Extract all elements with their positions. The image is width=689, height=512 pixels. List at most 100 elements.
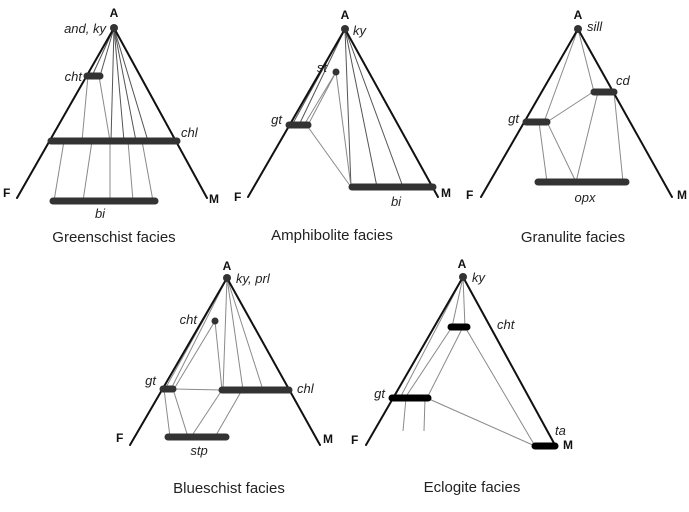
vertex-a-label: A bbox=[574, 8, 583, 22]
tie-line bbox=[226, 277, 264, 391]
tie-line bbox=[344, 28, 352, 188]
apex-phase-dot bbox=[341, 25, 349, 33]
tie-line bbox=[82, 140, 93, 202]
tie-line bbox=[113, 27, 125, 142]
tie-line bbox=[613, 91, 624, 183]
cht-phase-label: cht bbox=[65, 69, 84, 84]
panel-eclogite: A F M ky cht gt ta Eclogite facies bbox=[351, 257, 573, 496]
tie-line bbox=[214, 389, 243, 438]
vertex-m-label: M bbox=[677, 188, 687, 202]
cd-phase-label: cd bbox=[616, 73, 631, 88]
tie-line bbox=[546, 91, 594, 123]
apex-phase-label: sill bbox=[587, 19, 603, 34]
af-edge bbox=[247, 28, 346, 198]
tie-line bbox=[127, 140, 134, 202]
tie-line bbox=[163, 388, 171, 438]
am-edge bbox=[577, 28, 673, 198]
chl-phase-label: chl bbox=[181, 125, 199, 140]
tie-line bbox=[428, 398, 536, 447]
st-phase-dot bbox=[332, 68, 340, 76]
tie-line bbox=[402, 397, 407, 432]
panel-caption: Eclogite facies bbox=[424, 479, 521, 496]
tie-line bbox=[113, 27, 149, 142]
tie-line bbox=[423, 397, 426, 432]
panel-caption: Amphibolite facies bbox=[271, 227, 393, 244]
stp-phase-label: stp bbox=[190, 443, 207, 458]
tie-line bbox=[543, 28, 579, 123]
tie-line bbox=[344, 28, 378, 188]
af-edge bbox=[16, 27, 115, 199]
tie-lines bbox=[53, 27, 154, 202]
tie-line bbox=[141, 140, 154, 202]
apex-phase-label: and, ky bbox=[64, 21, 107, 36]
panel-caption: Granulite facies bbox=[521, 229, 625, 246]
vertex-m-label: M bbox=[563, 438, 573, 452]
gt-phase-label: gt bbox=[145, 373, 157, 388]
tie-line bbox=[344, 28, 404, 188]
vertex-f-label: F bbox=[351, 433, 358, 447]
tie-line bbox=[110, 27, 115, 142]
cht-phase-dot bbox=[211, 317, 219, 325]
vertex-m-label: M bbox=[323, 432, 333, 446]
tie-line bbox=[577, 28, 595, 93]
gt-phase-label: gt bbox=[271, 112, 283, 127]
vertex-f-label: F bbox=[116, 431, 123, 445]
apex-phase-dot bbox=[223, 274, 231, 282]
panel-caption: Greenschist facies bbox=[52, 229, 175, 246]
apex-phase-dot bbox=[110, 24, 118, 32]
tie-lines bbox=[399, 276, 536, 447]
cht-phase-label: cht bbox=[180, 312, 199, 327]
tie-line bbox=[214, 320, 223, 391]
tie-line bbox=[575, 91, 599, 183]
am-edge bbox=[113, 27, 208, 199]
tie-line bbox=[172, 388, 189, 438]
tie-line bbox=[426, 326, 464, 399]
cht-phase-label: cht bbox=[497, 317, 516, 332]
tie-line bbox=[464, 326, 536, 447]
ta-phase-label: ta bbox=[555, 423, 566, 438]
tie-line bbox=[173, 388, 222, 391]
af-edge bbox=[129, 277, 228, 446]
tie-line bbox=[303, 71, 337, 126]
tie-lines bbox=[291, 28, 404, 188]
gt-phase-label: gt bbox=[508, 111, 520, 126]
panel-caption: Blueschist facies bbox=[173, 480, 285, 497]
am-edge bbox=[226, 277, 321, 446]
tie-line bbox=[190, 389, 223, 438]
apex-phase-label: ky bbox=[353, 23, 368, 38]
tie-line bbox=[451, 276, 464, 328]
am-edge bbox=[344, 28, 439, 198]
tie-line bbox=[222, 277, 228, 391]
opx-phase-label: opx bbox=[575, 190, 596, 205]
af-edge bbox=[480, 28, 579, 198]
apex-phase-label: ky bbox=[472, 270, 487, 285]
vertex-f-label: F bbox=[3, 186, 10, 200]
vertex-f-label: F bbox=[234, 190, 241, 204]
panel-amphibolite: A F M ky st gt bi Amphibolite facies bbox=[234, 8, 451, 244]
vertex-a-label: A bbox=[110, 6, 119, 20]
tie-line bbox=[113, 27, 137, 142]
st-phase-label: st bbox=[317, 60, 329, 75]
vertex-a-label: A bbox=[458, 257, 467, 271]
apex-phase-label: ky, prl bbox=[236, 271, 271, 286]
vertex-m-label: M bbox=[209, 192, 219, 206]
bi-phase-label: bi bbox=[95, 206, 106, 221]
tie-line bbox=[298, 28, 346, 126]
tie-line bbox=[546, 121, 577, 183]
tie-line bbox=[99, 27, 115, 77]
vertex-f-label: F bbox=[466, 188, 473, 202]
tie-line bbox=[404, 326, 453, 399]
tie-line bbox=[81, 75, 89, 142]
gt-phase-label: gt bbox=[374, 386, 386, 401]
apex-phase-dot bbox=[574, 25, 582, 33]
tie-line bbox=[98, 75, 111, 142]
af-edge bbox=[365, 276, 464, 446]
tie-line bbox=[226, 277, 244, 391]
vertex-a-label: A bbox=[223, 259, 232, 273]
tie-line bbox=[462, 276, 466, 328]
tie-line bbox=[53, 140, 65, 202]
panel-blueschist: A F M ky, prl cht gt chl stp Blueschist … bbox=[116, 259, 333, 497]
tie-line bbox=[170, 277, 228, 390]
vertex-m-label: M bbox=[441, 186, 451, 200]
